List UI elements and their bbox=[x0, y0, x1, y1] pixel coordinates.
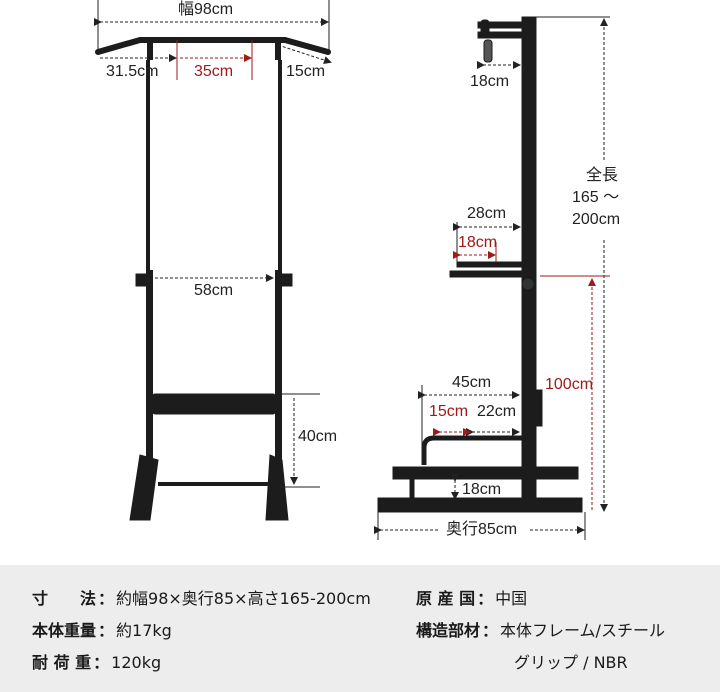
frame-width-label: 58cm bbox=[194, 282, 234, 299]
grip-inner-label: 35cm bbox=[194, 63, 234, 80]
spec-value: 120kg bbox=[111, 653, 162, 672]
spec-value: 約幅98×奥行85×高さ165-200cm bbox=[116, 589, 371, 608]
spec-table: 寸 法：約幅98×奥行85×高さ165-200cm 本体重量：約17kg 耐 荷… bbox=[0, 565, 720, 692]
spec-material: 構造部材：本体フレーム/スチール bbox=[416, 617, 665, 641]
dip-bar-depth-label: 28cm bbox=[467, 205, 507, 222]
spec-material-cont: グリップ / NBR bbox=[514, 649, 628, 673]
spec-label: 寸 法 bbox=[32, 589, 97, 608]
spec-label: 構造部材 bbox=[416, 621, 481, 640]
spec-label: 耐 荷 重 bbox=[32, 653, 92, 672]
width-total-label: 幅98cm bbox=[178, 1, 234, 18]
grip-angle-label: 15cm bbox=[286, 63, 326, 80]
power-tower-illustration bbox=[94, 0, 610, 540]
total-height-title: 全長 bbox=[586, 167, 619, 184]
product-diagram: 幅98cm 31.5cm 35cm 15cm 58cm 40cm 18cm 全長… bbox=[94, 0, 621, 540]
total-height-unit: 200cm bbox=[572, 211, 621, 228]
spec-value: 中国 bbox=[495, 589, 528, 608]
step-height-label: 18cm bbox=[462, 481, 502, 498]
spec-load: 耐 荷 重：120kg bbox=[32, 649, 161, 673]
spec-dimensions: 寸 法：約幅98×奥行85×高さ165-200cm bbox=[32, 585, 371, 609]
top-handle-label: 18cm bbox=[470, 73, 510, 90]
dip-height-label: 100cm bbox=[545, 376, 594, 393]
spec-value: グリップ / NBR bbox=[514, 653, 628, 672]
spec-label: 本体重量 bbox=[32, 621, 97, 640]
total-height-range: 165 〜 bbox=[572, 189, 620, 206]
dip-grip-label: 18cm bbox=[458, 234, 498, 251]
side-frame bbox=[377, 16, 583, 513]
spec-value: 本体フレーム/スチール bbox=[500, 621, 665, 640]
step-depth-label: 45cm bbox=[452, 374, 492, 391]
seat-height-label: 40cm bbox=[298, 428, 338, 445]
base-depth-label: 奥行85cm bbox=[446, 521, 518, 538]
grip-outer-label: 31.5cm bbox=[106, 63, 159, 80]
spec-label: 原 産 国 bbox=[416, 589, 476, 608]
spec-weight: 本体重量：約17kg bbox=[32, 617, 172, 641]
step-offset-label: 22cm bbox=[477, 403, 517, 420]
step-grip-label: 15cm bbox=[429, 403, 469, 420]
spec-value: 約17kg bbox=[116, 621, 172, 640]
spec-origin: 原 産 国：中国 bbox=[416, 585, 527, 609]
front-frame bbox=[95, 37, 331, 521]
